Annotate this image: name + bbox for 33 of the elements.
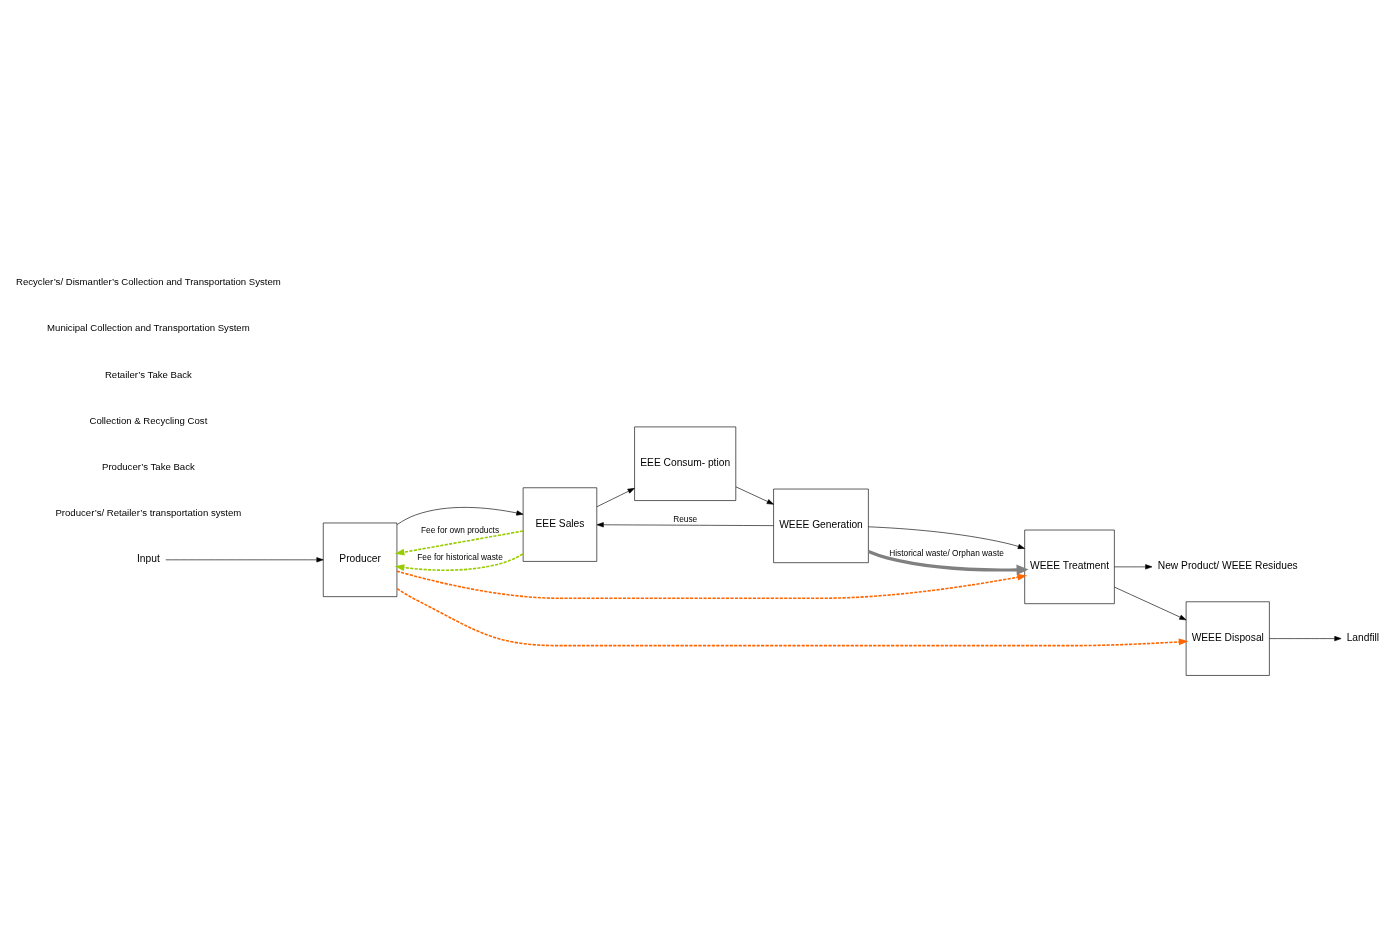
- node-text: Input: [137, 552, 160, 564]
- node-box: EEE Sales: [522, 486, 598, 562]
- arrow: [396, 587, 1189, 646]
- arrow: [165, 556, 324, 562]
- edge-label: Fee for historical waste: [417, 551, 503, 562]
- arrow: [1114, 563, 1153, 569]
- node-box: EEE Consum- ption: [634, 426, 737, 501]
- edge-label: Reuse: [673, 513, 698, 524]
- edge-label: Fee for own products: [420, 524, 500, 535]
- node-box: WEEE Disposal: [1185, 600, 1270, 676]
- arrow: [396, 506, 524, 525]
- label: Collection & Recycling Cost: [89, 414, 208, 426]
- label: Retailer’s Take Back: [104, 368, 192, 380]
- arrow: [396, 569, 1028, 599]
- arrow: [868, 526, 1025, 549]
- arrow: [596, 487, 635, 507]
- node-text: Landfill: [1346, 631, 1380, 643]
- label: Municipal Collection and Transportation System: [47, 321, 250, 333]
- arrow: [1269, 635, 1342, 641]
- node-box: WEEE Treatment: [1024, 529, 1115, 604]
- arrow: [394, 529, 524, 555]
- arrow: [735, 486, 774, 505]
- node-box: WEEE Generation: [773, 488, 869, 563]
- arrow: [867, 549, 1029, 575]
- label: Producer’s/ Retailer’s transportation system: [55, 506, 242, 518]
- label: Producer’s Take Back: [102, 460, 195, 472]
- edge-label: Historical waste/ Orphan waste: [889, 547, 1004, 558]
- node-box: Producer: [322, 522, 398, 597]
- arrow: [596, 521, 774, 527]
- arrow: [1114, 586, 1187, 620]
- node-text: New Product/ WEEE Residues: [1157, 559, 1298, 571]
- label: Recycler’s/ Dismantler’s Collection and Transportation System: [15, 275, 281, 287]
- arrow: [394, 552, 524, 571]
